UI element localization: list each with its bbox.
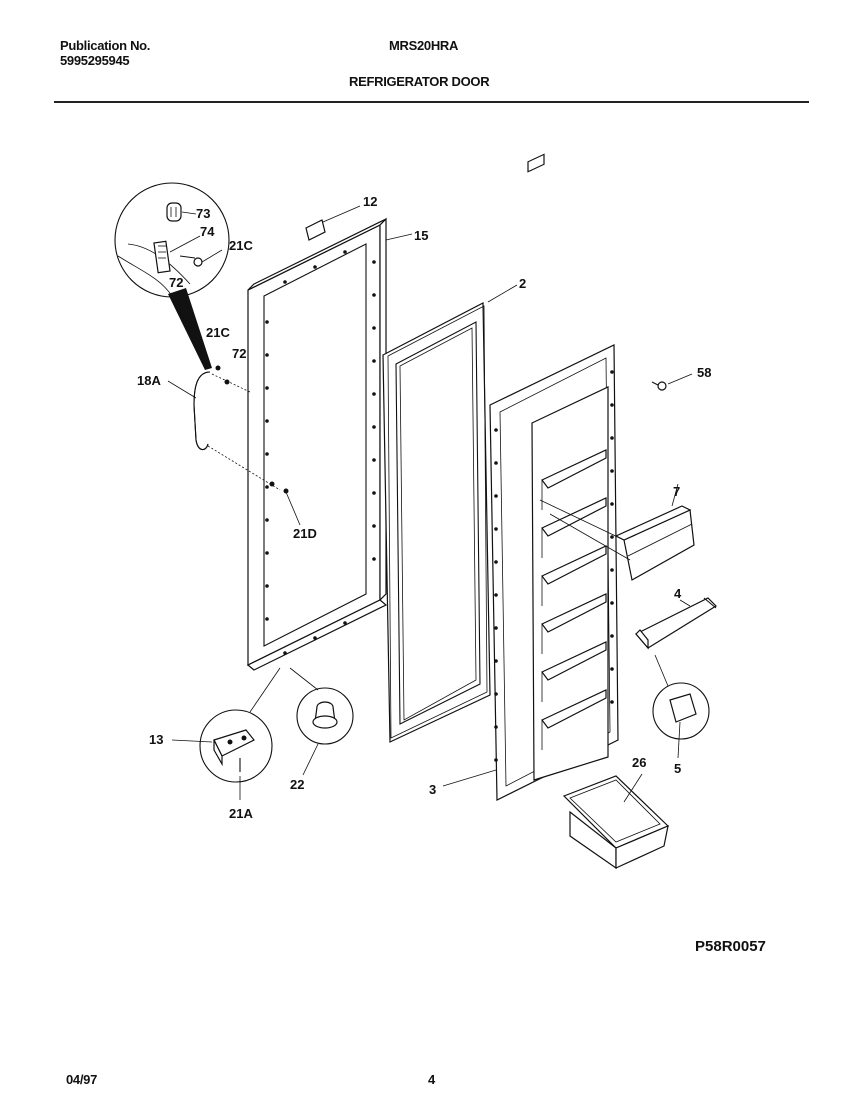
- liner-hole: [494, 692, 498, 696]
- detail-magnifier-inset: [114, 182, 230, 370]
- outer-panel-hole: [265, 353, 269, 357]
- callout-74: 74: [200, 224, 215, 239]
- outer-panel-hole: [283, 280, 287, 284]
- outer-panel-hole: [265, 584, 269, 588]
- outer-panel-hole: [265, 419, 269, 423]
- outer-panel-hole: [313, 636, 317, 640]
- outer-panel-hole: [372, 392, 376, 396]
- outer-panel-hole: [265, 452, 269, 456]
- liner-hole: [494, 626, 498, 630]
- callout-2: 2: [519, 276, 526, 291]
- callout-22: 22: [290, 777, 304, 792]
- callout-15: 15: [414, 228, 428, 243]
- liner-hole: [610, 436, 614, 440]
- drawing-id: P58R0057: [695, 938, 766, 955]
- door-gasket: [382, 302, 491, 743]
- liner-hole: [494, 659, 498, 663]
- door-shelf: [541, 449, 607, 489]
- callout-72: 72: [232, 346, 246, 361]
- callout-12: 12: [363, 194, 377, 209]
- part-12-label-plate: [305, 205, 361, 241]
- callout-4: 4: [674, 586, 682, 601]
- outer-panel-hole: [265, 518, 269, 522]
- door-shelf: [541, 689, 607, 729]
- part-7-shelf-cover: [539, 483, 695, 581]
- outer-panel-hole: [372, 491, 376, 495]
- model-number: MRS20HRA: [389, 38, 459, 53]
- outer-panel-hole: [372, 359, 376, 363]
- liner-hole: [494, 428, 498, 432]
- leader-lines: [167, 233, 518, 787]
- door-outer-panel: [246, 217, 388, 671]
- outer-panel-hole: [343, 250, 347, 254]
- liner-hole: [610, 667, 614, 671]
- outer-panel-hole: [313, 265, 317, 269]
- liner-hole: [610, 568, 614, 572]
- outer-panel-hole: [343, 621, 347, 625]
- publication-number: 5995295945: [60, 53, 130, 68]
- door-shelf: [541, 641, 607, 681]
- outer-panel-hole: [265, 617, 269, 621]
- callout-73: 73: [196, 206, 210, 221]
- liner-hole: [610, 535, 614, 539]
- part-5-detail-circle: [652, 654, 710, 759]
- outer-panel-hole: [265, 386, 269, 390]
- liner-hole: [610, 601, 614, 605]
- outer-panel-hole: [372, 458, 376, 462]
- liner-hole: [610, 469, 614, 473]
- callout-21c-inset: 21C: [229, 238, 253, 253]
- part-26-drawer: [562, 773, 670, 870]
- liner-hole: [494, 560, 498, 564]
- liner-hole: [610, 370, 614, 374]
- callout-21d: 21D: [293, 526, 317, 541]
- liner-hole: [494, 461, 498, 465]
- liner-hole: [494, 494, 498, 498]
- door-shelf: [541, 497, 607, 537]
- outer-panel-hole: [372, 293, 376, 297]
- outer-panel-hole: [372, 326, 376, 330]
- liner-hole: [494, 725, 498, 729]
- part-4-bin: [635, 597, 717, 650]
- callout-58: 58: [697, 365, 711, 380]
- callout-7: 7: [673, 484, 680, 499]
- door-shelf: [541, 545, 607, 585]
- callout-5: 5: [674, 761, 681, 776]
- outer-panel-hole: [372, 260, 376, 264]
- outer-panel-hole: [372, 425, 376, 429]
- liner-hole: [494, 527, 498, 531]
- outer-panel-hole: [265, 551, 269, 555]
- header-rule: [54, 101, 809, 103]
- footer-date: 04/97: [66, 1072, 98, 1087]
- liner-hole: [610, 700, 614, 704]
- door-inner-liner: [489, 153, 619, 801]
- part-22-bushing-detail: [289, 667, 354, 776]
- liner-hole: [610, 634, 614, 638]
- outer-panel-hole: [283, 651, 287, 655]
- callout-72-inset: 72: [169, 275, 183, 290]
- liner-hole: [494, 758, 498, 762]
- page-number: 4: [428, 1072, 435, 1087]
- door-shelf: [541, 593, 607, 633]
- outer-panel-hole: [372, 557, 376, 561]
- outer-panel-hole: [372, 524, 376, 528]
- outer-panel-hole: [265, 485, 269, 489]
- door-handle: [193, 365, 289, 494]
- callout-3: 3: [429, 782, 436, 797]
- callout-21c: 21C: [206, 325, 230, 340]
- liner-hole: [610, 403, 614, 407]
- callout-13: 13: [149, 732, 163, 747]
- publication-label: Publication No.: [60, 38, 151, 53]
- callout-26: 26: [632, 755, 646, 770]
- part-13-hinge-detail: [171, 667, 281, 800]
- callout-18a: 18A: [137, 373, 161, 388]
- liner-hole: [610, 502, 614, 506]
- outer-panel-hole: [265, 320, 269, 324]
- part-58-screw: [651, 373, 693, 391]
- callout-21a: 21A: [229, 806, 253, 821]
- section-title: REFRIGERATOR DOOR: [349, 74, 490, 89]
- liner-hole: [494, 593, 498, 597]
